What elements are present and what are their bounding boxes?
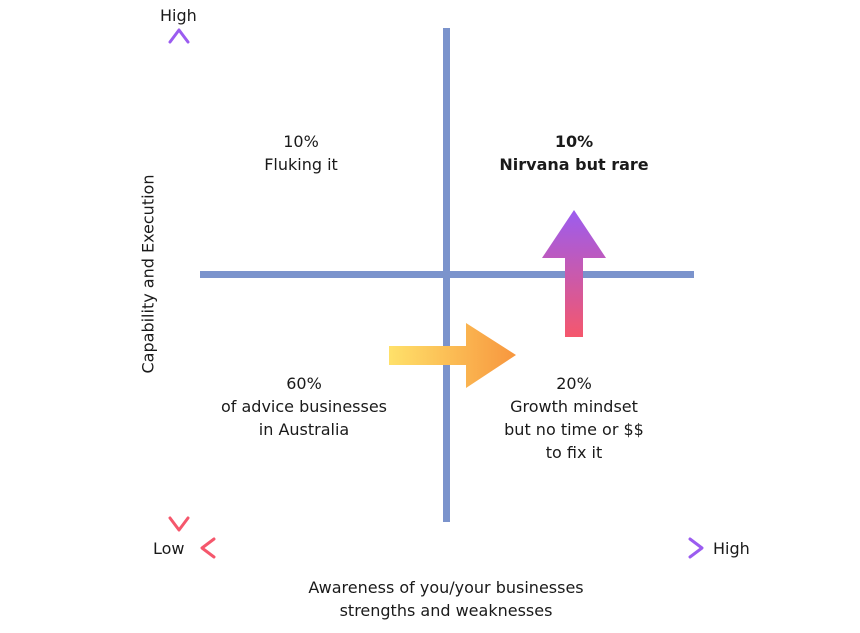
up-arrow [542,210,606,337]
quadrant-top-left-percent: 10% [283,132,319,151]
quadrant-top-left: 10% Fluking it [201,130,401,176]
y-axis-high-label: High [160,6,197,25]
quadrant-bottom-left-text-1: of advice businesses [220,397,388,416]
quadrant-bottom-right-text-2: but no time or $$ [504,420,644,439]
x-axis-high-label: High [713,539,750,558]
y-axis-arrowhead-bottom [168,516,190,532]
quadrant-top-right-percent: 10% [554,132,594,151]
quadrant-top-right-text: Nirvana but rare [499,155,649,174]
right-arrow [389,323,516,388]
quadrant-top-right: 10% Nirvana but rare [474,130,674,176]
quadrant-bottom-right: 20% Growth mindset but no time or $$ to … [454,372,694,464]
x-axis-arrowhead-right [688,537,704,559]
quadrant-bottom-left: 60% of advice businesses in Australia [184,372,424,441]
quadrant-bottom-right-percent: 20% [556,374,592,393]
x-axis-title-line-1: Awareness of you/your businesses [308,578,584,597]
y-axis-low-label: Low [153,539,185,558]
quadrant-bottom-left-text-2: in Australia [258,420,350,439]
quadrant-bottom-right-text-3: to fix it [545,443,603,462]
quadrant-top-left-text: Fluking it [264,155,338,174]
quadrant-bottom-right-text-1: Growth mindset [510,397,638,416]
horizontal-divider [200,271,694,278]
y-axis-arrowhead-top [168,28,190,44]
quadrant-bottom-left-percent: 60% [286,374,322,393]
x-axis-title: Awareness of you/your businesses strengt… [246,576,646,622]
x-axis-title-line-2: strengths and weaknesses [339,601,553,620]
y-axis-title: Capability and Execution [138,174,158,374]
x-axis-arrowhead-left [200,537,216,559]
